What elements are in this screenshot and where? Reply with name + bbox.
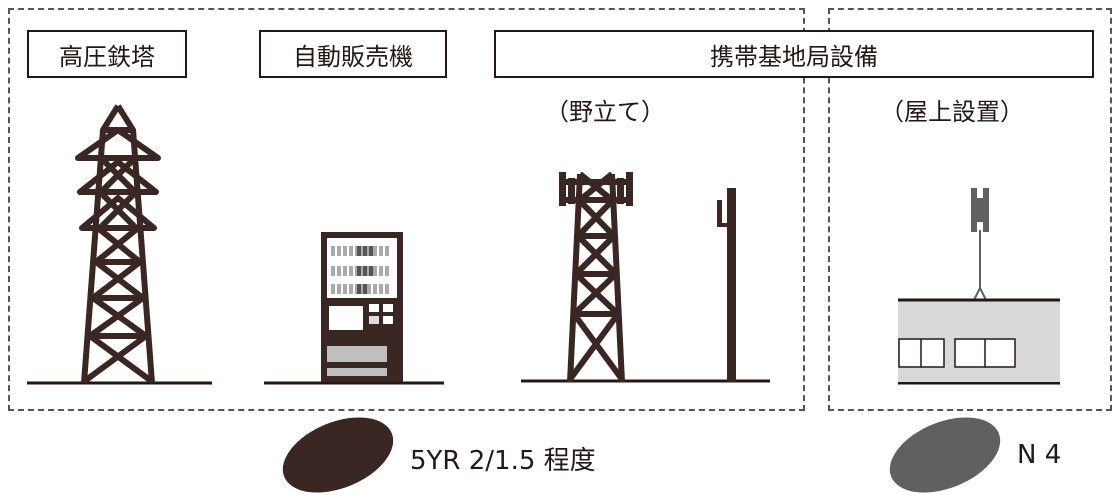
base-station-label: 携帯基地局設備 — [494, 30, 1094, 78]
pylon-label: 高圧鉄塔 — [27, 30, 187, 78]
rooftop-label: （屋上設置） — [880, 98, 1024, 126]
legend-swatch-dark-brown — [282, 417, 394, 493]
pylon-icon — [75, 104, 161, 384]
vending-machine-label: 自動販売機 — [259, 30, 447, 78]
legend-swatch-gray — [889, 417, 1001, 493]
rooftop-antenna-icon — [971, 188, 989, 301]
freestanding-group-frame — [8, 8, 805, 411]
freestanding-label: （野立て） — [545, 98, 665, 126]
legend-label-brown: 5YR 2/1.5 程度 — [410, 446, 596, 476]
legend-label-gray: N 4 — [1017, 440, 1062, 470]
vending-machine-icon — [321, 232, 403, 382]
base-station-tower-icon — [559, 171, 633, 383]
pole-antenna-icon — [717, 188, 736, 382]
rooftop-group-frame — [828, 8, 1112, 411]
building-icon — [898, 298, 1060, 382]
